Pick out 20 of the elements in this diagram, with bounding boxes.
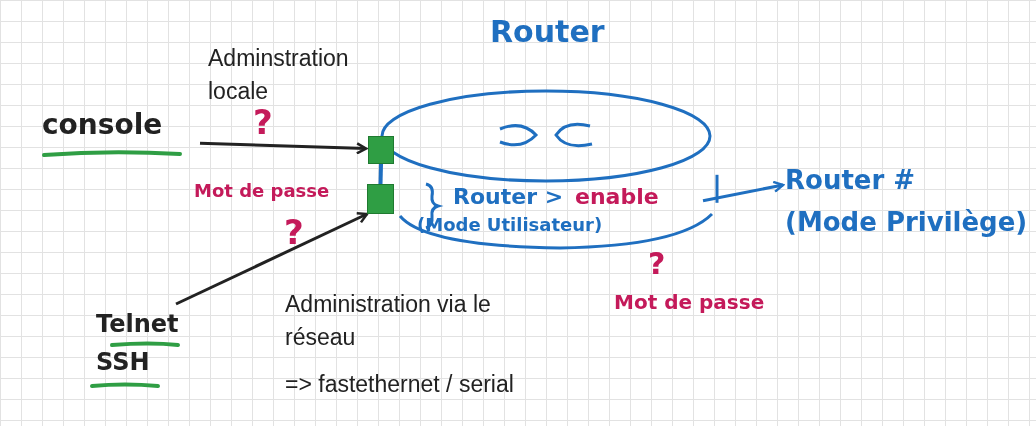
port-square xyxy=(367,184,394,214)
command-text: enable xyxy=(575,184,659,209)
arrow xyxy=(199,141,368,155)
connector-line xyxy=(378,163,383,185)
arrow xyxy=(702,180,785,203)
protocol-label: SSH xyxy=(96,348,150,377)
password-label: Mot de passe xyxy=(614,290,765,314)
password-label: Mot de passe xyxy=(194,180,330,201)
annotation-text: Administration via le réseau xyxy=(285,290,492,353)
router-title: Router xyxy=(490,14,605,49)
port-square xyxy=(368,136,394,164)
annotation-text: => fastethernet / serial xyxy=(285,370,514,399)
question-mark: ? xyxy=(284,212,304,252)
node-label: Router # xyxy=(785,165,916,195)
prompt-text: Router > xyxy=(453,184,564,209)
protocol-label: Telnet xyxy=(96,310,179,338)
mode-label: (Mode Privilège) xyxy=(785,206,1028,237)
question-mark: ? xyxy=(648,246,666,281)
arrow xyxy=(175,212,369,306)
console-label: console xyxy=(42,108,163,141)
